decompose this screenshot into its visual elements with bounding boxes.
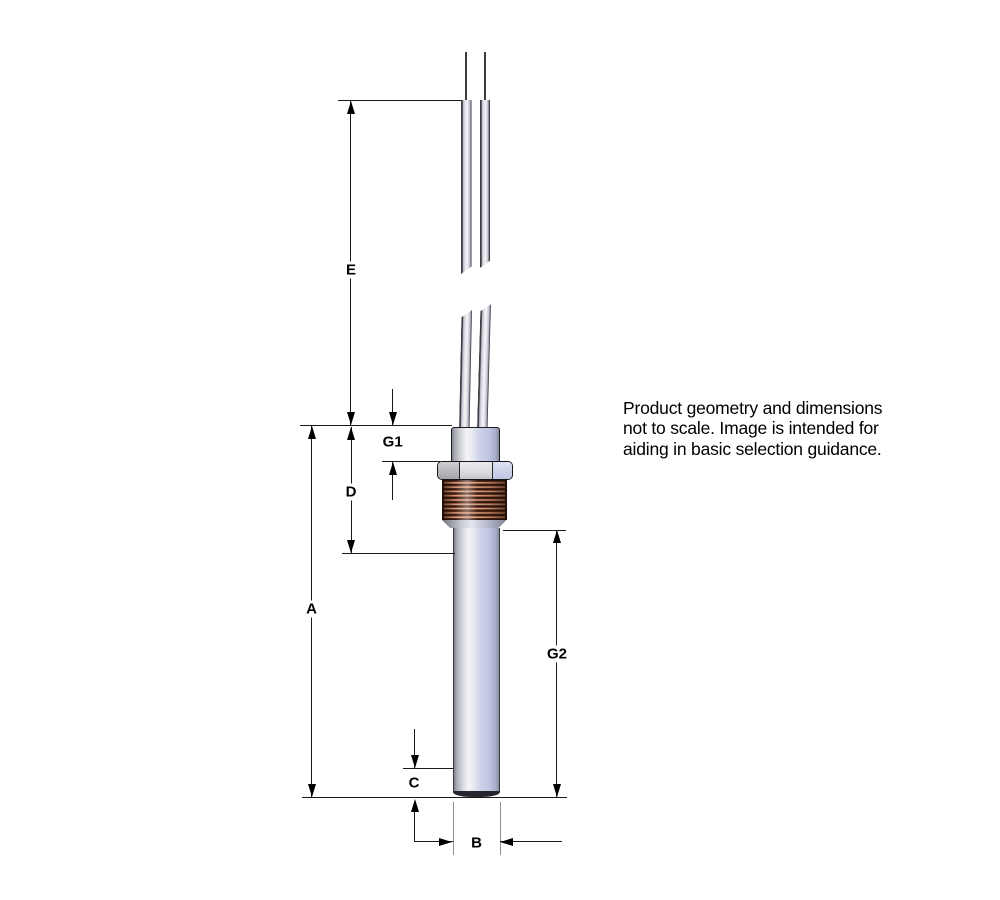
dim-E-arrow-bottom: [346, 412, 355, 425]
dim-label-B: B: [468, 834, 485, 852]
ext-line-probe-bottom: [302, 796, 567, 799]
dim-G1-line-upper: [392, 389, 394, 425]
hex-nut-facet-middle: [459, 461, 493, 479]
dim-G2-arrow-bottom: [552, 784, 561, 797]
lead-wire-lower-left: [459, 310, 472, 428]
hex-nut: [436, 460, 513, 480]
dim-G2-arrow-top: [552, 530, 561, 543]
dim-label-E: E: [342, 261, 360, 279]
pipe-thread: [441, 479, 507, 520]
note-line: Product geometry and dimensions: [623, 398, 883, 418]
dim-B-line-left: [413, 841, 453, 843]
note-line: aiding in basic selection guidance.: [623, 438, 882, 459]
lead-wire-upper-right: [480, 100, 491, 268]
dim-C-arrow-top: [410, 755, 419, 768]
ext-line-tip-offset: [403, 768, 453, 770]
transition-sleeve: [450, 426, 500, 462]
dim-label-D: D: [342, 483, 360, 500]
dim-C-arrow-bottom: [410, 799, 419, 812]
dim-label-G1: G1: [379, 433, 406, 450]
dim-C-line-lower: [414, 802, 416, 842]
dimension-note: Product geometry and dimensions not to s…: [623, 398, 883, 459]
thread-chamfer: [441, 519, 507, 528]
ext-line-diameter-left: [452, 802, 454, 855]
ext-line-hex-top: [381, 461, 440, 463]
dim-G2-line: [556, 530, 558, 797]
dim-A-arrow-bottom: [307, 784, 316, 797]
bare-lead-tip-left: [464, 52, 468, 102]
dim-E-arrow-top: [346, 101, 355, 114]
ext-line-diameter-right: [499, 802, 501, 855]
ext-line-thread-bottom-left: [341, 553, 455, 555]
lead-wire-lower-right: [477, 304, 491, 428]
note-line: not to scale. Image is intended for: [623, 418, 879, 439]
hex-nut-facet-right: [493, 461, 512, 479]
ext-line-thread-bottom-right: [503, 529, 566, 531]
dim-B-arrow-left: [439, 837, 452, 846]
dim-C-line-upper: [414, 729, 416, 768]
dim-label-C: C: [405, 774, 423, 791]
dim-label-G2: G2: [543, 645, 571, 663]
dim-label-A: A: [303, 600, 320, 617]
lead-wire-upper-left: [461, 100, 472, 274]
dim-D-arrow-top: [347, 427, 355, 440]
dim-D-arrow-bottom: [347, 540, 355, 553]
dim-G1-arrow-bottom: [388, 462, 397, 475]
probe-tip-cap: [452, 791, 500, 797]
bare-lead-tip-right: [483, 52, 487, 102]
dim-G1-arrow-top: [388, 412, 397, 425]
ext-line-body-top: [300, 425, 452, 427]
dim-B-arrow-right: [500, 837, 513, 846]
ext-line-lead-top: [338, 100, 461, 102]
dim-B-line-right: [500, 841, 562, 843]
dim-A-arrow-top: [307, 426, 316, 439]
dim-G1-line-lower: [392, 462, 394, 500]
hex-nut-facet-left: [437, 461, 460, 479]
probe-sheath: [452, 528, 500, 791]
